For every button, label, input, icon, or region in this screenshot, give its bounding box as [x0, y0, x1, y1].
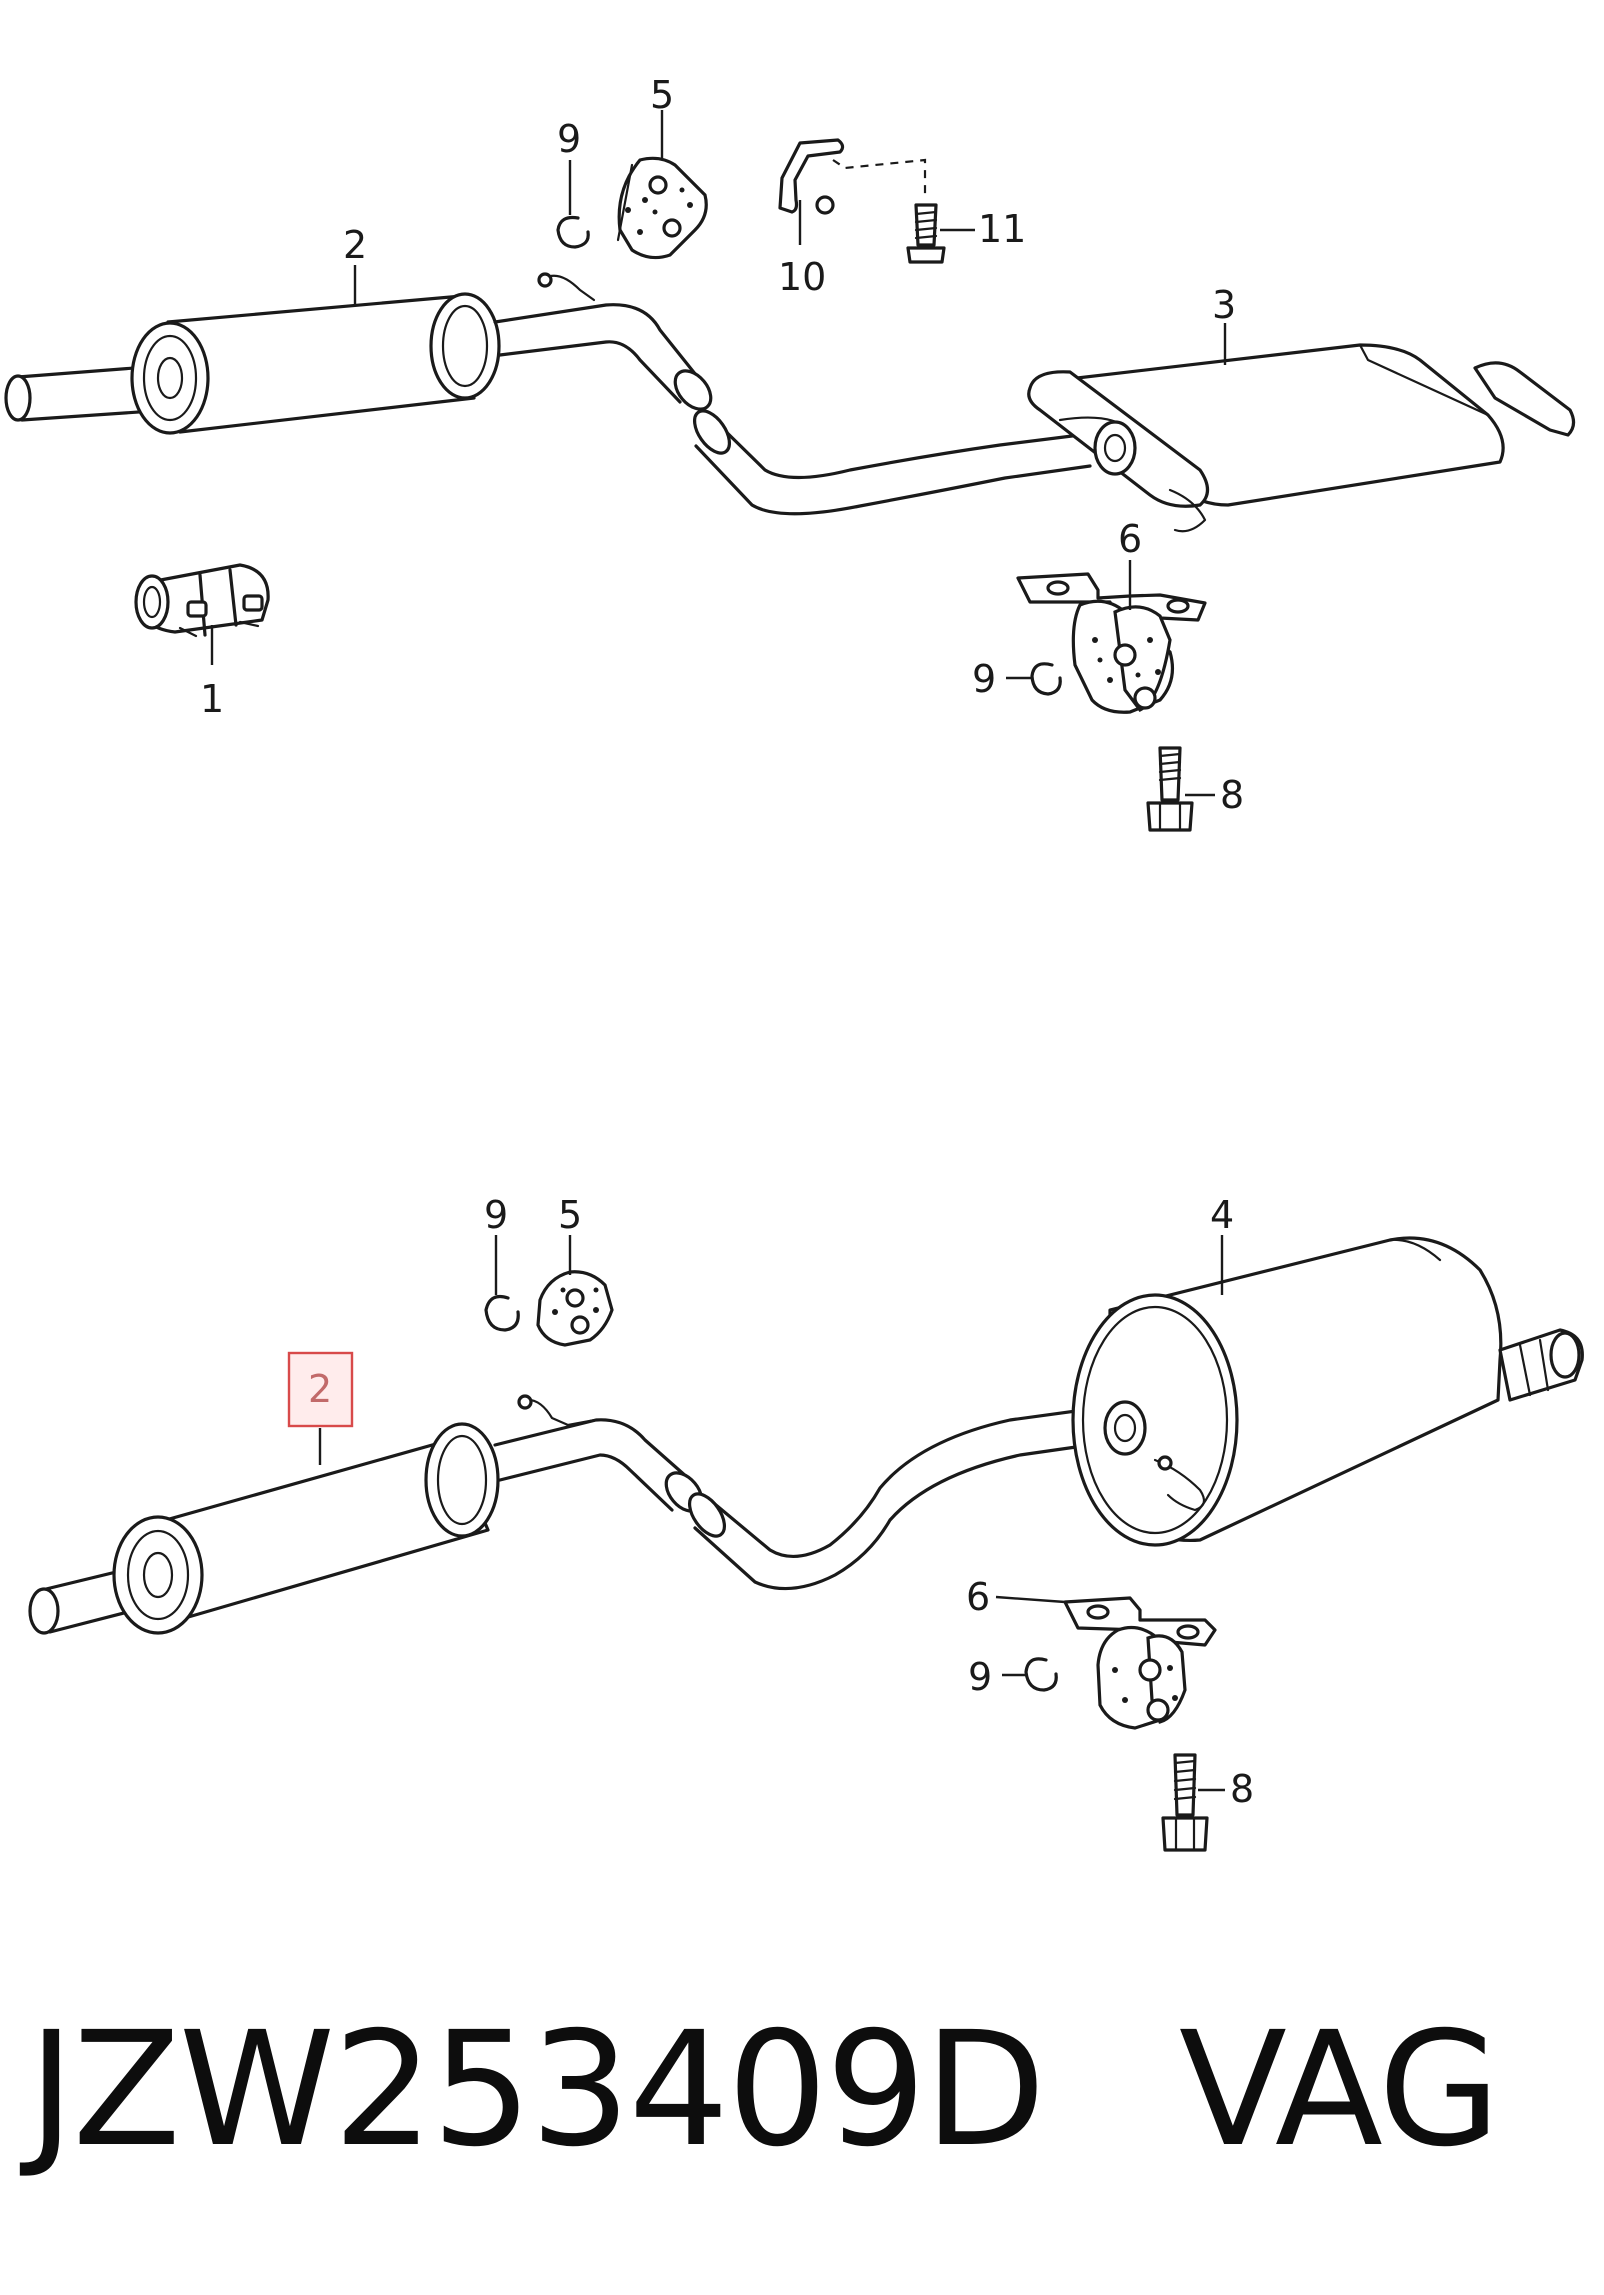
bottom-intermediate-pipe	[493, 1418, 690, 1480]
bottom-exhaust-assembly	[28, 1236, 1584, 1635]
top-callout-2: 2	[343, 223, 367, 267]
top-part-11-bolt	[906, 203, 946, 264]
callout-numbers: 2 9 5 10 11 3 6 9 8 1 2 9 5 4 6 9 8	[200, 73, 1254, 1811]
highlight-box-part-2	[287, 1351, 354, 1428]
bottom-callout-9: 9	[484, 1193, 508, 1237]
top-callout-3: 3	[1212, 283, 1236, 327]
top-callout-5: 5	[650, 73, 674, 117]
bottom-callout-4: 4	[1210, 1193, 1234, 1237]
brand-name: VAG	[1178, 1998, 1501, 2182]
bottom-part-9-clip	[484, 1294, 520, 1332]
top-part-1-clamp	[134, 563, 270, 638]
top-part-9b-clip	[1030, 662, 1062, 696]
top-callout-9: 9	[557, 117, 581, 161]
top-callout-8: 8	[1220, 773, 1244, 817]
part-number: JZW253409D	[28, 1998, 1046, 2182]
part-caption: JZW253409D VAG	[28, 1995, 1501, 2185]
top-exhaust-assembly	[4, 272, 1576, 533]
bottom-part-8-bolt	[1161, 1753, 1209, 1852]
top-center-muffler	[166, 294, 476, 434]
top-part-10-bracket	[778, 138, 927, 215]
bottom-callout-6: 6	[966, 1575, 990, 1619]
leader-lines	[210, 110, 1227, 1792]
bottom-part-9b-clip	[1024, 1657, 1058, 1692]
top-connecting-pipe	[710, 416, 1082, 480]
top-callout-1: 1	[200, 677, 224, 721]
bottom-callout-2: 2	[308, 1367, 332, 1411]
top-callout-10: 10	[778, 255, 826, 299]
top-part-5-rubber-mount	[616, 156, 708, 260]
bottom-callout-8: 8	[1230, 1767, 1254, 1811]
bottom-callout-5: 5	[558, 1193, 582, 1237]
top-part-9-clip	[556, 215, 590, 249]
top-callout-9b: 9	[972, 657, 996, 701]
top-part-6-hanger	[1016, 572, 1207, 714]
top-callout-6: 6	[1118, 517, 1142, 561]
bottom-part-6-hanger	[1063, 1596, 1217, 1730]
bottom-part-5-rubber-mount	[536, 1270, 614, 1347]
bottom-callout-9b: 9	[968, 1655, 992, 1699]
top-intermediate-pipe	[493, 303, 702, 382]
bottom-connecting-pipe	[708, 1403, 1122, 1559]
top-callout-11: 11	[978, 207, 1026, 251]
top-part-8-bolt	[1146, 746, 1194, 832]
